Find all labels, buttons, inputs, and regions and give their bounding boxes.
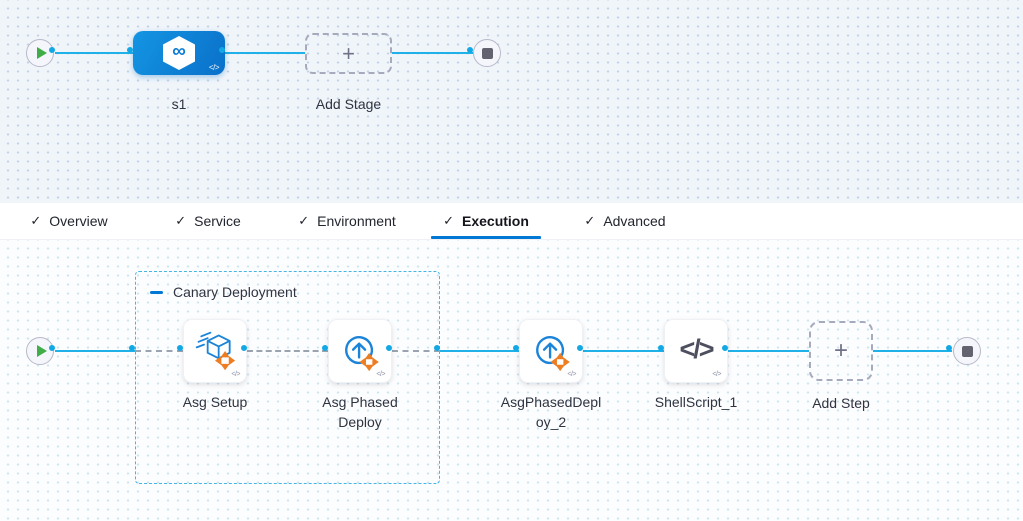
shell-script-icon: </> [679,333,714,364]
tab-label: Execution [462,213,529,229]
group-collapse-button[interactable]: Canary Deployment [150,284,297,300]
asg-setup-icon [195,331,236,371]
asg-phased-deploy-icon [536,336,570,372]
connector-port[interactable] [513,345,519,351]
stop-icon [961,345,973,357]
exec-edge [728,350,809,352]
tab-service[interactable]: ✓ Service [153,203,263,239]
connector-port[interactable] [322,345,328,351]
check-icon: ✓ [584,213,596,228]
step-asg-setup[interactable]: </> [183,319,247,383]
execution-end-node[interactable] [953,337,981,365]
tab-label: Advanced [603,213,666,229]
exec-edge-dashed [247,350,328,352]
stage-graph-canvas: ∞ </> s1 + Add Stage [0,0,1023,203]
connector-port[interactable] [129,345,135,351]
connector-port[interactable] [722,345,728,351]
check-icon: ✓ [30,213,42,228]
connector-port[interactable] [219,47,225,53]
harness-cd-icon: ∞ [172,41,186,62]
exec-edge [583,350,664,352]
check-icon: ✓ [443,213,454,228]
check-icon: ✓ [175,213,187,228]
code-icon: </> [231,371,240,378]
exec-edge [55,350,135,352]
stage-edge [392,52,473,54]
connector-port[interactable] [577,345,583,351]
connector-port[interactable] [241,345,247,351]
stage-config-tabs: ✓ Overview ✓ Service ✓ Environment ✓ Exe… [0,203,1023,240]
stage-edge [225,52,305,54]
tab-overview[interactable]: ✓ Overview [14,203,124,239]
step-label: AsgPhasedDeploy_2 [500,394,602,430]
tab-environment[interactable]: ✓ Environment [292,203,402,239]
exec-edge [873,350,952,352]
connector-port[interactable] [127,47,133,53]
step-asg-phased-deploy-2[interactable]: </> [519,319,583,383]
tab-label: Service [194,213,241,229]
canary-deployment-group: Canary Deployment [135,271,440,484]
exec-edge-dashed [135,350,183,352]
code-icon: </> [376,371,385,378]
asg-phased-deploy-icon [345,336,379,372]
step-label: ShellScript_1 [654,394,738,410]
connector-port[interactable] [386,345,392,351]
exec-edge-dashed [392,350,440,352]
connector-port[interactable] [467,47,473,53]
stage-node-s1[interactable]: ∞ </> [133,31,225,75]
deploy-stage-hexagon-icon: ∞ [163,36,195,70]
stop-icon [481,47,493,59]
play-icon [36,47,47,59]
add-stage-button[interactable]: + [305,33,392,74]
connector-port[interactable] [49,47,55,53]
pipeline-start-node[interactable] [26,39,54,67]
step-label: Asg Phased Deploy [322,394,398,430]
stage-edge [55,52,133,54]
connector-port[interactable] [177,345,183,351]
plus-icon: + [833,337,848,364]
exec-edge [440,350,519,352]
add-step-button[interactable]: + [809,321,873,381]
tab-advanced[interactable]: ✓ Advanced [570,203,680,239]
code-icon: </> [567,371,576,378]
step-label: Asg Setup [182,394,248,410]
play-icon [36,345,47,357]
step-shellscript-1[interactable]: </> </> [664,319,728,383]
pipeline-end-node[interactable] [473,39,501,67]
connector-port[interactable] [946,345,952,351]
plus-icon: + [342,40,355,66]
tab-execution[interactable]: ✓ Execution [431,203,541,239]
stage-label: s1 [171,96,187,112]
tab-label: Environment [317,213,396,229]
step-asg-phased-deploy[interactable]: </> [328,319,392,383]
add-step-label: Add Step [812,395,870,411]
code-icon: </> [208,63,220,72]
add-stage-label: Add Stage [315,96,382,112]
connector-port[interactable] [658,345,664,351]
group-title: Canary Deployment [173,284,297,300]
check-icon: ✓ [298,213,310,228]
active-tab-underline [431,236,541,239]
code-icon: </> [712,371,721,378]
connector-port[interactable] [49,345,55,351]
execution-start-node[interactable] [26,337,54,365]
connector-port[interactable] [434,345,440,351]
collapse-minus-icon [150,290,163,294]
tab-label: Overview [49,213,108,229]
